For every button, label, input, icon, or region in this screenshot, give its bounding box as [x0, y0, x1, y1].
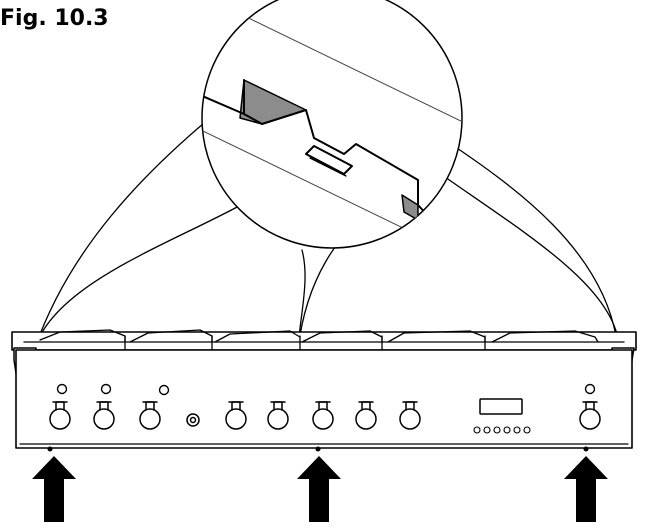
- control-knob-icon: [355, 401, 377, 430]
- up-arrow-icon: [32, 456, 76, 522]
- up-arrow-icon: [297, 456, 341, 522]
- control-knob-icon: [267, 401, 289, 430]
- pointer-arrows: [32, 456, 608, 522]
- control-knobs: [49, 401, 601, 430]
- control-knob-icon: [49, 401, 71, 430]
- clock-buttons: [473, 426, 531, 434]
- figure-label: Fig. 10.3: [0, 6, 109, 31]
- control-panel: [15, 349, 633, 449]
- clock-display: [479, 398, 523, 415]
- control-knob-icon: [399, 401, 421, 430]
- ignition-button-icon: [186, 413, 200, 427]
- magnifier-callout-icon: [201, 0, 463, 249]
- up-arrow-icon: [564, 456, 608, 522]
- control-knob-icon: [225, 401, 247, 430]
- burner-grates: [23, 329, 625, 351]
- indicator-lamps: [56, 383, 596, 396]
- control-knob-icon: [312, 401, 334, 430]
- control-knob-icon: [93, 401, 115, 430]
- control-knob-icon: [579, 401, 601, 430]
- cooker-body: [11, 329, 637, 452]
- control-knob-icon: [139, 401, 161, 430]
- hinge-slot: [305, 145, 353, 175]
